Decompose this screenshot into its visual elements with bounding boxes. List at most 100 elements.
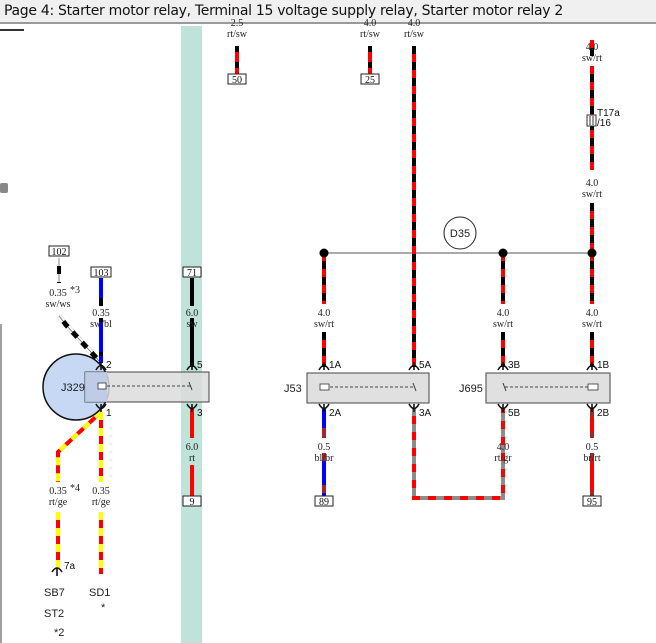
svg-text:5B: 5B bbox=[508, 408, 521, 419]
svg-text:6.0: 6.0 bbox=[186, 442, 199, 453]
svg-text:sw/rt: sw/rt bbox=[582, 189, 602, 200]
svg-text:*4: *4 bbox=[70, 483, 80, 494]
svg-text:0.35: 0.35 bbox=[92, 308, 110, 319]
wire-label: 0.5bl/br bbox=[315, 442, 335, 464]
svg-text:103: 103 bbox=[94, 268, 109, 279]
svg-text:4.0: 4.0 bbox=[497, 308, 510, 319]
connector-t17a[interactable]: T17a /16 bbox=[586, 108, 620, 129]
j53-label: J53 bbox=[284, 383, 302, 395]
svg-text:sw: sw bbox=[186, 319, 198, 330]
svg-text:95: 95 bbox=[587, 497, 597, 508]
sd1-note: * bbox=[101, 602, 106, 614]
svg-text:0.35: 0.35 bbox=[49, 288, 67, 299]
term-95[interactable]: 95 bbox=[582, 495, 602, 508]
svg-text:rt/gr: rt/gr bbox=[494, 453, 512, 464]
svg-text:rt/sw: rt/sw bbox=[227, 29, 248, 40]
svg-text:89: 89 bbox=[319, 497, 329, 508]
j329-label: J329 bbox=[61, 382, 85, 394]
wire-sw-ws-diag[interactable] bbox=[57, 314, 103, 365]
wire-label: 4.0sw/rt bbox=[493, 308, 513, 330]
t17a-pin: /16 bbox=[597, 118, 611, 129]
coil-icon bbox=[319, 383, 330, 391]
relay-j329[interactable]: J329 bbox=[42, 353, 210, 421]
pin-2[interactable]: 2 bbox=[95, 360, 112, 371]
svg-text:5: 5 bbox=[197, 360, 203, 371]
wire-label: 4.0sw/rt bbox=[582, 308, 602, 330]
pin-1A[interactable]: 1A bbox=[318, 360, 342, 371]
svg-text:0.5: 0.5 bbox=[586, 442, 599, 453]
st2-note: *2 bbox=[54, 627, 64, 639]
wire-label: 4.0rt/gr bbox=[494, 442, 512, 464]
term-50[interactable]: 50 bbox=[227, 73, 247, 86]
connector-d35[interactable]: D35 bbox=[443, 216, 477, 250]
svg-text:0.5: 0.5 bbox=[318, 442, 331, 453]
svg-text:2B: 2B bbox=[597, 408, 610, 419]
wire-label: 4.0sw/rt bbox=[582, 178, 602, 200]
term-9[interactable]: 9 bbox=[182, 495, 202, 508]
coil-icon bbox=[97, 382, 107, 390]
term-71[interactable]: 71 bbox=[182, 266, 202, 279]
junction-node bbox=[319, 248, 329, 258]
wire-label: 2.5rt/sw bbox=[227, 18, 248, 40]
svg-text:rt: rt bbox=[189, 453, 195, 464]
window-titlebar: Page 4: Starter motor relay, Terminal 15… bbox=[0, 0, 656, 24]
pin-2B[interactable]: 2B bbox=[586, 403, 610, 419]
camera-icon[interactable] bbox=[0, 183, 8, 193]
wire-rt-gr-loop[interactable] bbox=[412, 408, 505, 500]
svg-text:sw/rt: sw/rt bbox=[493, 319, 513, 330]
svg-text:4.0: 4.0 bbox=[586, 178, 599, 189]
pin-5B[interactable]: 5B bbox=[497, 403, 521, 419]
pin-1[interactable]: 1 bbox=[95, 403, 112, 419]
junction-node bbox=[587, 248, 597, 258]
svg-text:4.0: 4.0 bbox=[318, 308, 331, 319]
svg-text:bl/br: bl/br bbox=[315, 453, 335, 464]
junction-node bbox=[498, 248, 508, 258]
svg-text:0.35: 0.35 bbox=[49, 486, 67, 497]
svg-text:50: 50 bbox=[232, 75, 242, 86]
svg-text:2.5: 2.5 bbox=[231, 18, 244, 29]
svg-text:sw/rt: sw/rt bbox=[582, 319, 602, 330]
coil-icon bbox=[587, 383, 599, 391]
page-title: Page 4: Starter motor relay, Terminal 15… bbox=[4, 3, 563, 19]
svg-text:rt/sw: rt/sw bbox=[360, 29, 381, 40]
svg-text:1A: 1A bbox=[329, 360, 342, 371]
svg-text:4.0: 4.0 bbox=[364, 18, 377, 29]
svg-text:0.35: 0.35 bbox=[92, 486, 110, 497]
svg-text:3A: 3A bbox=[419, 408, 432, 419]
pin-3B[interactable]: 3B bbox=[497, 360, 521, 371]
wire-rt-ge-diag[interactable] bbox=[56, 410, 103, 482]
pin-3A[interactable]: 3A bbox=[408, 403, 432, 419]
wire-label: 4.0sw/rt bbox=[582, 42, 602, 64]
term-25[interactable]: 25 bbox=[360, 73, 380, 86]
pin-5[interactable]: 5 bbox=[186, 360, 203, 371]
term-103[interactable]: 103 bbox=[90, 266, 112, 279]
sb7-pin: 7a bbox=[64, 561, 76, 572]
st2-label: ST2 bbox=[44, 608, 64, 620]
svg-text:sw/rt: sw/rt bbox=[582, 53, 602, 64]
pin-3[interactable]: 3 bbox=[186, 403, 203, 419]
sd1-label: SD1 bbox=[89, 587, 110, 599]
sb7-connector[interactable]: 7a bbox=[51, 561, 76, 576]
svg-text:rt/ge: rt/ge bbox=[49, 497, 68, 508]
svg-text:3B: 3B bbox=[508, 360, 521, 371]
svg-text:9: 9 bbox=[190, 497, 195, 508]
term-89[interactable]: 89 bbox=[314, 495, 334, 508]
svg-text:2A: 2A bbox=[329, 408, 342, 419]
term-102[interactable]: 102 bbox=[48, 245, 70, 258]
pin-5A[interactable]: 5A bbox=[408, 360, 432, 371]
svg-text:71: 71 bbox=[187, 268, 197, 279]
pin-2A[interactable]: 2A bbox=[318, 403, 342, 419]
wire-label: 4.0rt/sw bbox=[404, 18, 425, 40]
sb7-label: SB7 bbox=[44, 587, 65, 599]
svg-text:3: 3 bbox=[197, 408, 203, 419]
relay-j53[interactable]: J53 bbox=[284, 372, 430, 404]
relay-j695[interactable]: J695 bbox=[459, 372, 611, 404]
svg-text:rt/sw: rt/sw bbox=[404, 29, 425, 40]
pin-1B[interactable]: 1B bbox=[586, 360, 610, 371]
j695-label: J695 bbox=[459, 383, 483, 395]
